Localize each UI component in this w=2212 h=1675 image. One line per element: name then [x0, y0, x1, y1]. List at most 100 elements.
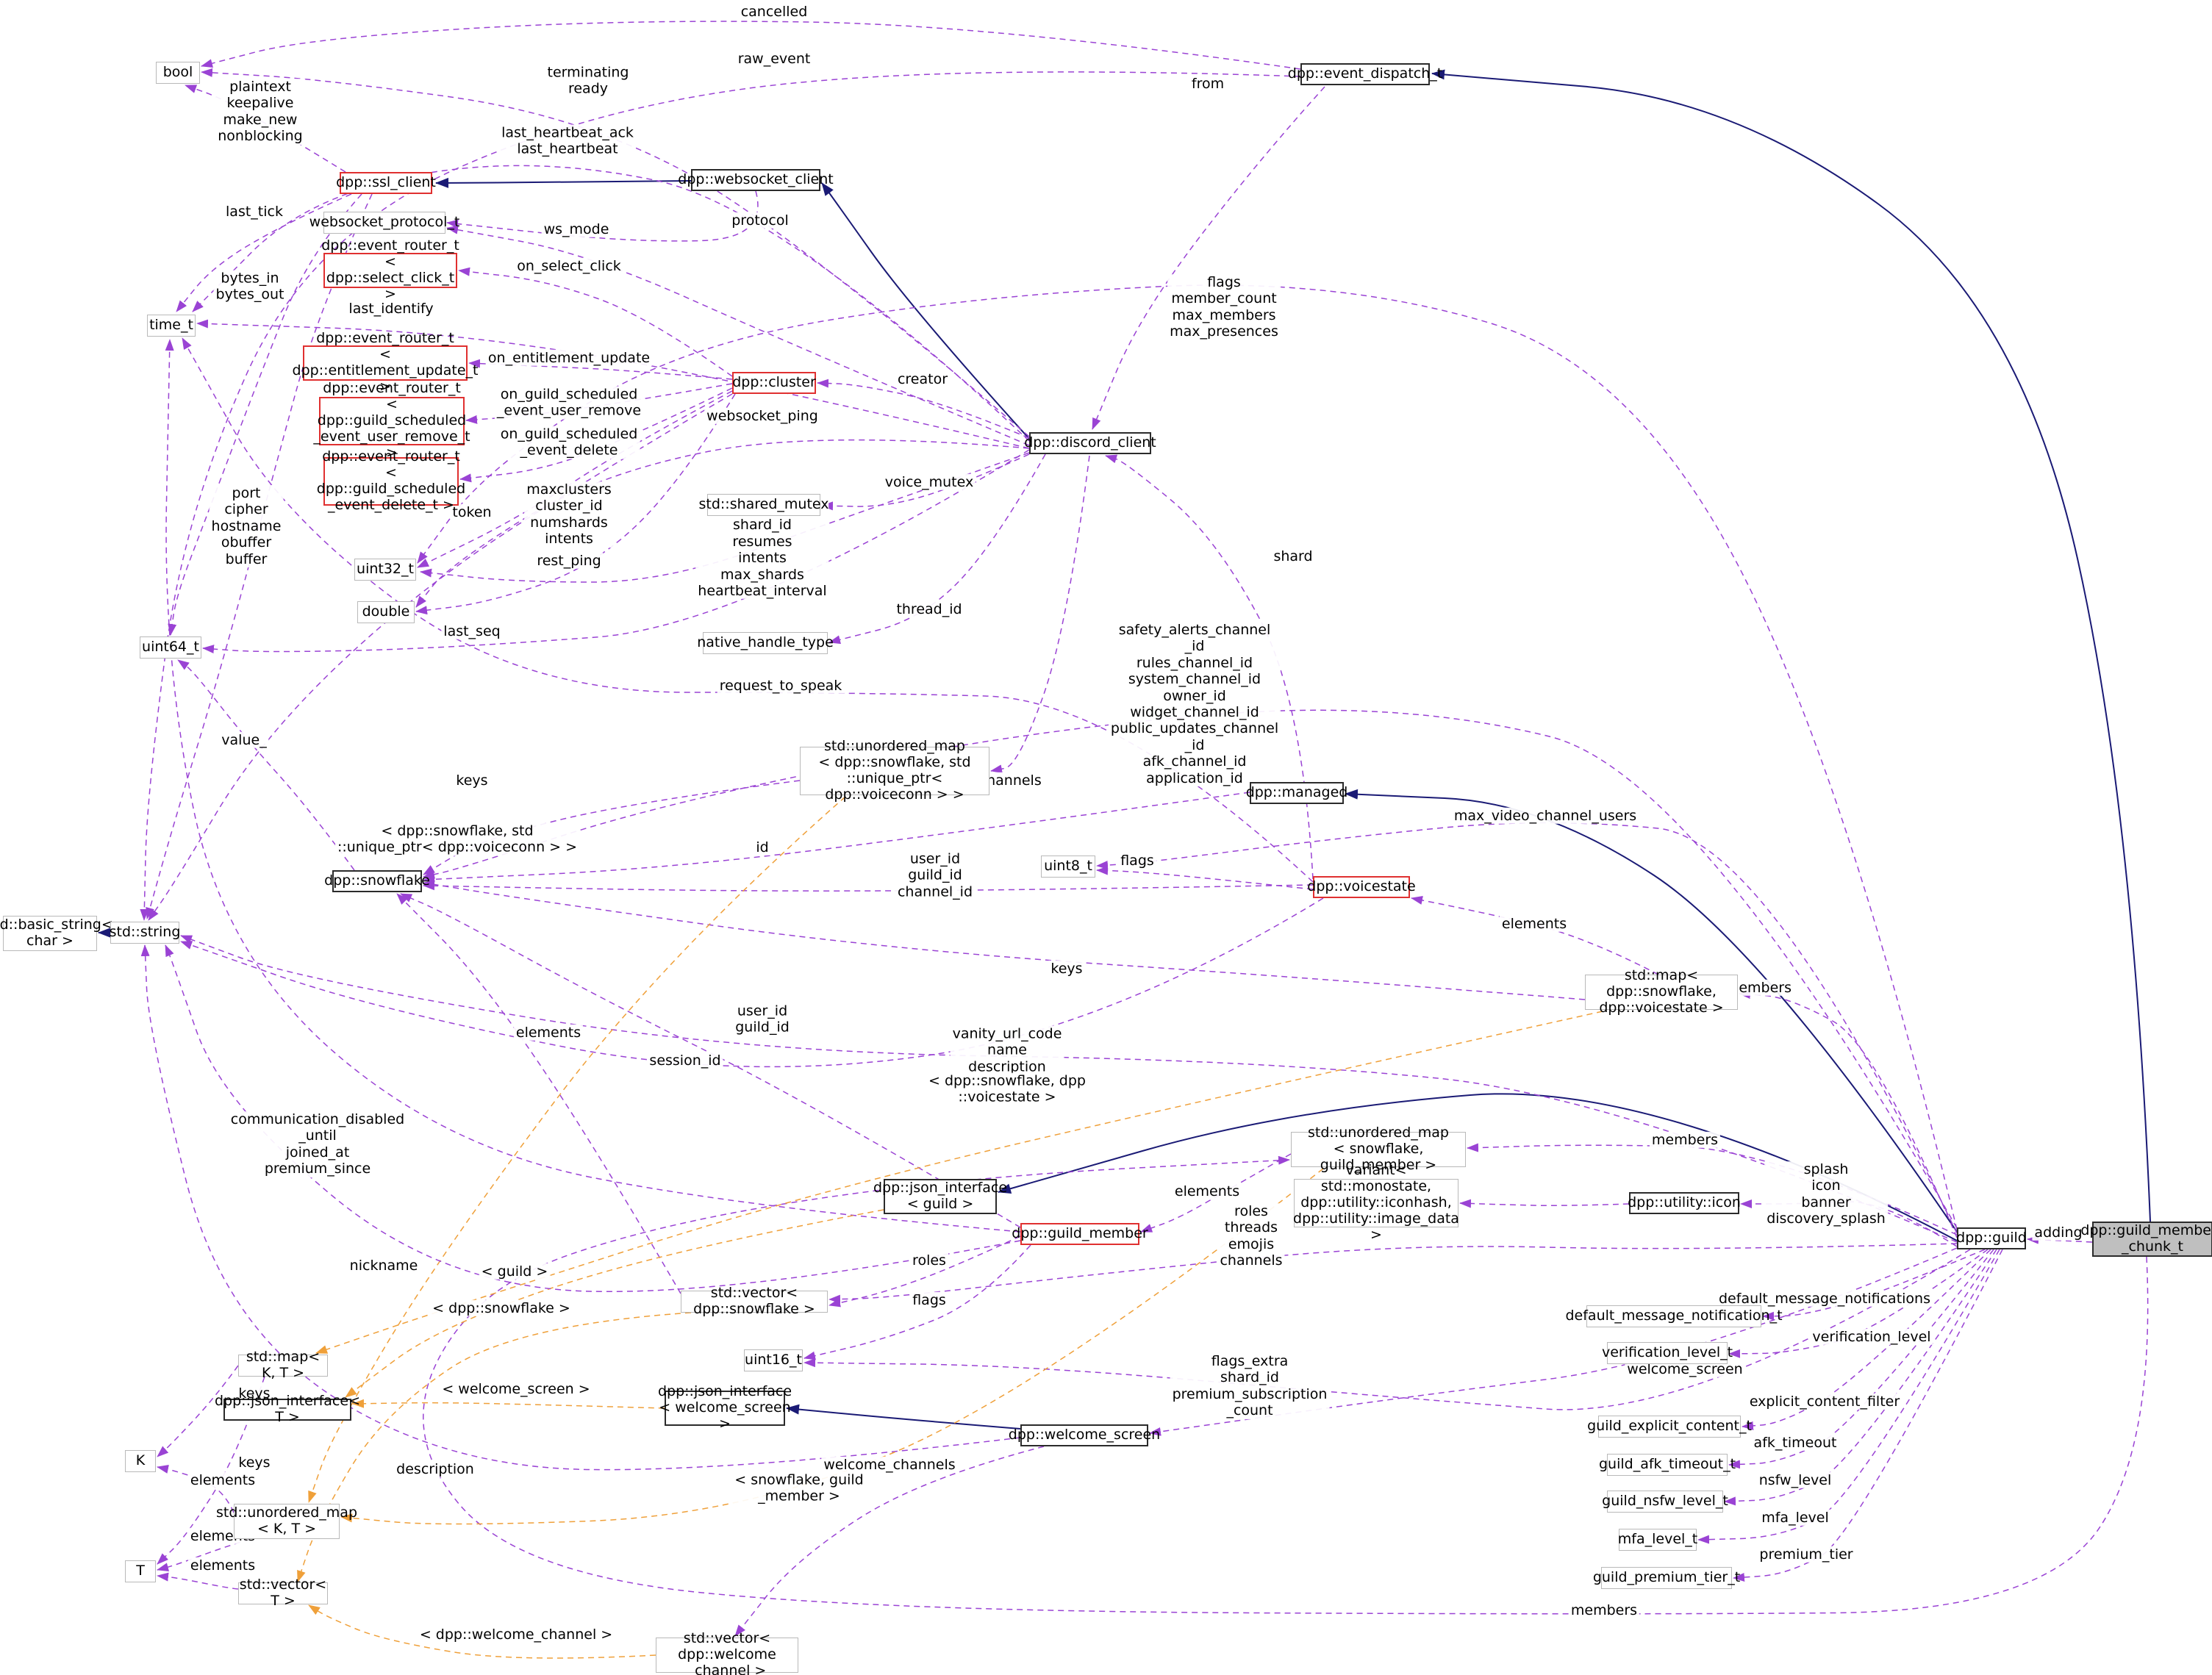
- edge-last_seq: [202, 449, 1030, 654]
- node-dpp-event-dispatch-t[interactable]: dpp::event_dispatch_t: [1288, 63, 1442, 85]
- edge-< dpp::welcome_channel >: [308, 1604, 656, 1659]
- edge-< guild >: [345, 1209, 884, 1398]
- edge-on_select_click: [458, 267, 733, 377]
- node-std-unordered-map-k-t[interactable]: std::unordered_map < K, T >: [216, 1504, 357, 1539]
- node-dpp-json-interface-guild[interactable]: dpp::json_interface < guild >: [873, 1179, 1007, 1214]
- edge-elements: [157, 1538, 251, 1572]
- node-std-vector-dpp-welcome-channel[interactable]: std::vector< dpp::welcome _channel >: [656, 1630, 798, 1675]
- edge-user_id: [400, 893, 1021, 1228]
- node-websocket-protocol-t[interactable]: websocket_protocol_t: [309, 212, 459, 234]
- edge-request_to_speak: [182, 337, 1314, 883]
- node-uint64-t[interactable]: uint64_t: [140, 636, 201, 659]
- node-double[interactable]: double: [357, 601, 415, 623]
- node-dpp-event-router-t-dpp-guild-scheduled-event-delete-t[interactable]: dpp::event_router_t < dpp::guild_schedul…: [316, 448, 466, 513]
- edge-voice_members: [1739, 990, 1958, 1238]
- edge-reconnects: [420, 452, 1030, 583]
- node-bool[interactable]: bool: [156, 62, 200, 84]
- node-std-map-k-t[interactable]: std::map< K, T >: [238, 1349, 328, 1381]
- node-guild-premium-tier-t[interactable]: guild_premium_tier_t: [1593, 1567, 1740, 1589]
- edge-id: [423, 792, 1250, 884]
- node-dpp-event-router-t-dpp-guild-scheduled-event-user-remove-t[interactable]: dpp::event_router_t < dpp::guild_schedul…: [313, 380, 470, 461]
- edge-communication_disabled: [165, 339, 1021, 1233]
- edge-flags_extra: [803, 1249, 1971, 1410]
- node-std-vector-dpp-snowflake[interactable]: std::vector< dpp::snowflake >: [681, 1285, 828, 1317]
- edge-ws_mode: [446, 225, 1030, 446]
- edge-websocket_ping: [415, 439, 1030, 608]
- node-dpp-welcome-screen[interactable]: dpp::welcome_screen: [1009, 1424, 1160, 1446]
- node-guild-afk-timeout-t[interactable]: guild_afk_timeout_t: [1599, 1454, 1736, 1476]
- node-native-handle-type[interactable]: native_handle_type: [697, 632, 834, 654]
- edge-inheritance-1: [821, 182, 1030, 440]
- edge-on_guild_scheduled: [459, 387, 733, 483]
- edge-explicit_content_filter: [1742, 1249, 1991, 1430]
- edge-mfa_level: [1697, 1249, 2000, 1544]
- edge-port: [146, 193, 373, 919]
- edge-raw_event: [140, 71, 1301, 921]
- edge-premium_tier: [1733, 1249, 2003, 1582]
- node-std-string[interactable]: std::string: [110, 922, 180, 944]
- edge-session_id: [180, 897, 1324, 1068]
- edge-protocol: [446, 190, 759, 242]
- node-dpp-websocket-client[interactable]: dpp::websocket_client: [678, 169, 834, 191]
- edge-on_entitlement_update: [468, 359, 733, 380]
- edge-< dpp::snowflake >: [297, 1312, 692, 1582]
- edge-token: [148, 393, 733, 921]
- node-t[interactable]: T: [125, 1560, 156, 1582]
- node-variant-std-monostate-dpp-utility-iconhash-dpp-utility-image-data[interactable]: variant< std::monostate, dpp::utility::i…: [1293, 1162, 1459, 1243]
- edge-last_tick: [176, 193, 352, 312]
- node-dpp-json-interface-t[interactable]: dpp::json_interface< T >: [215, 1393, 360, 1425]
- node-dpp-json-interface-welcome-screen[interactable]: dpp::json_interface < welcome_screen >: [657, 1383, 792, 1432]
- node-dpp-guild-member[interactable]: dpp::guild_member: [1012, 1223, 1148, 1245]
- edge-keys: [423, 880, 1586, 1000]
- node-std-shared-mutex[interactable]: std::shared_mutex: [698, 494, 829, 516]
- edge-keys: [157, 1365, 239, 1457]
- node-guild-explicit-content-t[interactable]: guild_explicit_content_t: [1587, 1416, 1752, 1438]
- node-dpp-event-router-t-dpp-select-click-t[interactable]: dpp::event_router_t < dpp::select_click_…: [321, 237, 459, 302]
- edge-roles: [828, 1243, 1958, 1304]
- node-k[interactable]: K: [125, 1450, 156, 1472]
- node-std-map-dpp-snowflake-dpp-voicestate[interactable]: std::map< dpp::snowflake, dpp::voicestat…: [1585, 967, 1738, 1016]
- node-dpp-utility-icon[interactable]: dpp::utility::icon: [1628, 1192, 1741, 1214]
- node-dpp-discord-client[interactable]: dpp::discord_client: [1024, 432, 1156, 454]
- node-mfa-level-t[interactable]: mfa_level_t: [1618, 1529, 1697, 1551]
- edge-user_id: [423, 881, 1314, 892]
- node-dpp-cluster[interactable]: dpp::cluster: [732, 372, 816, 394]
- node-verification-level-t[interactable]: verification_level_t: [1602, 1342, 1733, 1364]
- node-uint32-t[interactable]: uint32_t: [354, 559, 416, 581]
- edge-inheritance-4: [998, 1093, 1958, 1241]
- node-std-vector-t[interactable]: std::vector< T >: [238, 1577, 328, 1609]
- node-std-basic-string-char[interactable]: std::basic_string< char >: [0, 916, 113, 951]
- node-dpp-snowflake[interactable]: dpp::snowflake: [324, 870, 430, 892]
- node-std-unordered-map-dpp-snowflake-std-unique-ptr-dpp-voiceconn[interactable]: std::unordered_map < dpp::snowflake, std…: [800, 738, 989, 803]
- node-dpp-guild-members-chunk-t[interactable]: dpp::guild_members _chunk_t: [2080, 1222, 2212, 1257]
- edge-welcome_channels: [734, 1446, 1045, 1637]
- node-uint16-t[interactable]: uint16_t: [744, 1349, 803, 1371]
- edge-default_message_notifications: [1762, 1249, 1986, 1321]
- node-dpp-managed[interactable]: dpp::managed: [1246, 782, 1347, 804]
- node-default-message-notification-t[interactable]: default_message_notification_t: [1565, 1305, 1783, 1327]
- node-dpp-voicestate[interactable]: dpp::voicestate: [1307, 876, 1416, 898]
- edge-verification_level: [1728, 1249, 1989, 1358]
- node-uint8-t[interactable]: uint8_t: [1041, 856, 1095, 878]
- edge-last_heartbeat_ack: [192, 165, 1030, 442]
- edge-on_guild_scheduled: [465, 383, 733, 424]
- edge-description: [140, 944, 1021, 1471]
- edge-creator: [817, 379, 1030, 439]
- edge-thread_id: [828, 453, 1046, 645]
- edge-elements: [396, 893, 681, 1294]
- edge-from: [1092, 86, 1325, 430]
- node-dpp-ssl-client[interactable]: dpp::ssl_client: [336, 172, 436, 194]
- edge-elements: [157, 1572, 239, 1590]
- edge-maxclusters: [417, 390, 733, 568]
- node-dpp-guild[interactable]: dpp::guild: [1956, 1227, 2027, 1249]
- edge-afk_timeout: [1728, 1249, 1994, 1469]
- edge-cancelled: [201, 21, 1301, 70]
- edge-flags: [1096, 866, 1314, 890]
- node-dpp-event-router-t-dpp-entitlement-update-t[interactable]: dpp::event_router_t < dpp::entitlement_u…: [292, 330, 479, 395]
- node-guild-nsfw-level-t[interactable]: guild_nsfw_level_t: [1602, 1491, 1728, 1513]
- edge-connecting_voice_channels: [990, 455, 1090, 774]
- node-time-t[interactable]: time_t: [147, 315, 196, 337]
- edge-value_: [177, 659, 355, 871]
- edge-< snowflake, guild: [340, 1168, 1324, 1525]
